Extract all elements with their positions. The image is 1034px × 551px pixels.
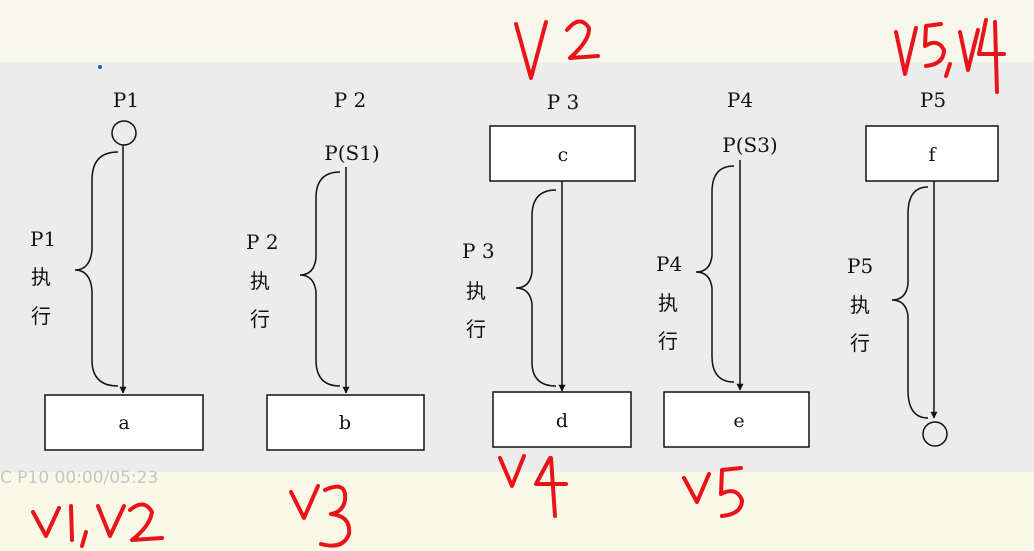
annotation-v2 (514, 19, 600, 80)
process-p4: P4 P(S3) P4 执 行 e (656, 88, 810, 448)
p4-side-char1: 执 (658, 291, 678, 315)
p5-side-char2: 行 (850, 331, 870, 355)
p2-side-name: P 2 (246, 230, 279, 254)
p1-title: P1 (113, 88, 139, 112)
box-a-label: a (118, 412, 129, 434)
p2-side-char1: 执 (250, 269, 270, 293)
process-p2: P 2 P(S1) P 2 执 行 b (246, 88, 425, 451)
annotation-v1-v2 (31, 502, 164, 548)
box-b-label: b (339, 412, 351, 434)
box-d (492, 391, 632, 448)
p3-side-char2: 行 (466, 317, 486, 341)
box-f-label: f (928, 144, 937, 166)
p1-brace (74, 151, 119, 387)
p4-title: P4 (727, 88, 753, 112)
box-d-label: d (556, 410, 568, 432)
p4-brace (695, 165, 735, 383)
p5-title: P5 (920, 88, 946, 112)
annotation-v5 (682, 466, 744, 518)
p3-title: P 3 (547, 90, 580, 114)
p2-brace (299, 171, 341, 387)
box-c-label: c (558, 144, 569, 166)
video-timestamp: C P10 00:00/05:23 (0, 468, 158, 488)
p4-wait-label: P(S3) (722, 133, 778, 157)
box-e-label: e (733, 410, 744, 432)
p5-brace (891, 186, 929, 419)
p1-side-char1: 执 (31, 265, 51, 289)
p5-end-circle (922, 421, 948, 447)
p1-start-circle (111, 120, 137, 146)
annotation-v4 (498, 454, 568, 518)
p3-brace (515, 189, 557, 387)
box-c (489, 125, 636, 182)
annotation-v5-v4 (894, 18, 1006, 94)
annotation-v3 (289, 484, 352, 548)
box-a (44, 394, 204, 451)
box-e (663, 391, 810, 448)
p2-side-char2: 行 (250, 307, 270, 331)
process-p5: P5 f P5 执 行 (847, 88, 999, 447)
p1-side-name: P1 (30, 227, 56, 251)
p4-side-char2: 行 (658, 329, 678, 353)
stray-dot (98, 65, 102, 69)
p3-side-name: P 3 (462, 239, 495, 263)
p5-side-name: P5 (847, 254, 873, 278)
p1-side-char2: 行 (31, 304, 51, 328)
p5-side-char1: 执 (850, 293, 870, 317)
process-p1: P1 P1 执 行 a (30, 88, 204, 451)
process-p3: P 3 c P 3 执 行 d (462, 90, 636, 448)
p2-wait-label: P(S1) (324, 141, 380, 165)
box-b (266, 394, 425, 451)
p4-side-name: P4 (656, 252, 682, 276)
box-f (865, 125, 999, 182)
p3-side-char1: 执 (466, 279, 486, 303)
bottom-band (0, 472, 1034, 551)
p2-title: P 2 (334, 88, 367, 112)
